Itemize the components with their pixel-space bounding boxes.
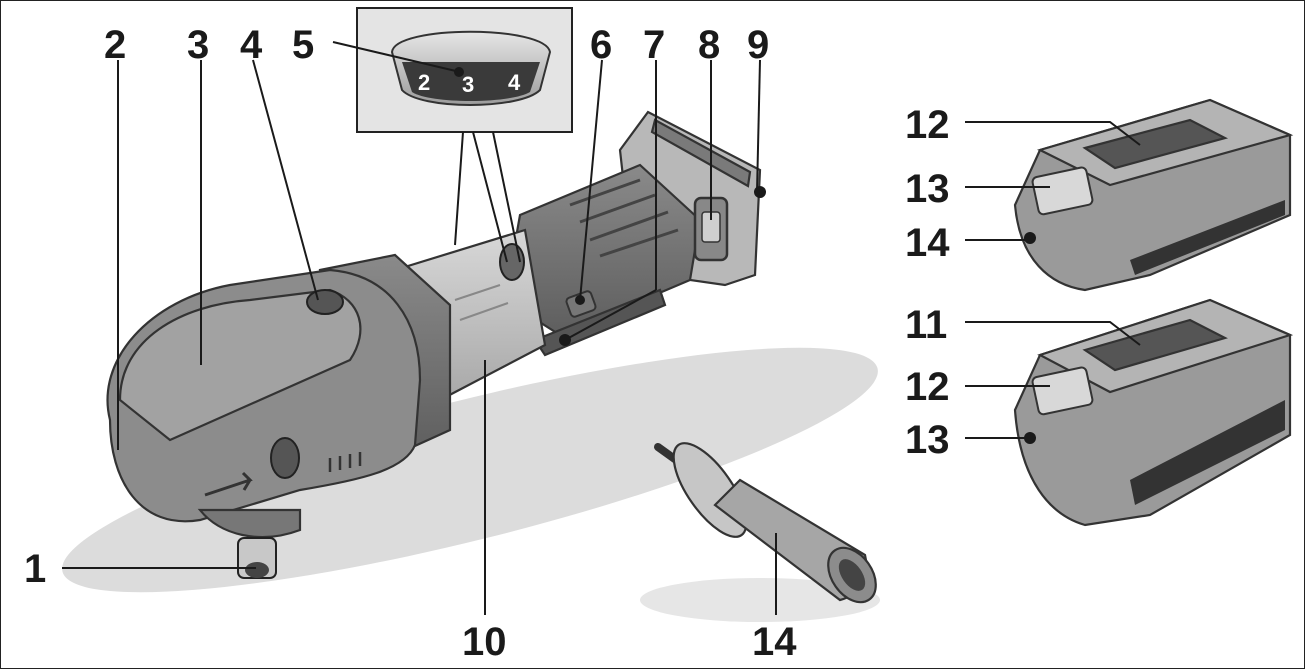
label-4: 4	[240, 23, 263, 67]
rotation-arrow-icon	[204, 471, 253, 497]
leader-7b	[564, 289, 657, 341]
battery-large-button	[1024, 432, 1036, 444]
callout-labels: 1 2 3 4 5 6 7 8 9 10 14 12 13 14 11 12 1…	[24, 23, 950, 664]
battery-large-rail	[1082, 318, 1228, 372]
leader-12-small	[965, 121, 1141, 146]
polisher	[106, 110, 762, 579]
label-3: 3	[187, 23, 209, 67]
label-11-large: 11	[905, 303, 947, 347]
housing-vent	[454, 284, 509, 321]
label-1: 1	[24, 547, 46, 591]
inset-callout-lines	[454, 131, 521, 263]
leader-5	[332, 41, 461, 73]
dial-face	[402, 62, 540, 101]
battery-small-stripe	[1130, 200, 1285, 275]
leader-6	[579, 59, 603, 301]
vents	[328, 452, 362, 472]
label-10: 10	[462, 620, 507, 664]
leader-11-large	[965, 321, 1141, 346]
label-8: 8	[698, 23, 720, 67]
dial-digit-3: 3	[462, 72, 474, 97]
label-14-handle: 14	[752, 620, 797, 664]
battery-large-stripe	[1130, 400, 1285, 505]
side-handle-thread	[270, 437, 300, 479]
side-handle	[654, 442, 877, 604]
battery-large	[1013, 298, 1294, 527]
dial-inset: 2 3 4	[356, 7, 573, 263]
battery-slot	[650, 118, 752, 188]
battery-small-indicator	[1031, 166, 1094, 216]
label-7: 7	[643, 23, 665, 67]
spindle-base	[197, 508, 302, 539]
leader-9	[756, 59, 761, 193]
label-14-small: 14	[905, 221, 950, 265]
label-13-small: 13	[905, 167, 950, 211]
spindle-lock	[306, 289, 344, 315]
battery-small-button	[1024, 232, 1036, 244]
leader-lines	[62, 41, 1141, 615]
battery-large-indicator	[1031, 366, 1094, 416]
grip-ribs	[569, 178, 679, 258]
label-5: 5	[292, 23, 314, 67]
label-6: 6	[590, 23, 612, 67]
battery-small-rail	[1082, 118, 1229, 170]
label-12-small: 12	[905, 103, 950, 147]
label-13-large: 13	[905, 418, 950, 462]
battery-small	[1013, 98, 1294, 292]
label-12-large: 12	[905, 365, 950, 409]
dial-digit-4: 4	[508, 70, 521, 95]
label-9: 9	[747, 23, 769, 67]
leader-4	[252, 59, 319, 301]
head-cover	[118, 288, 362, 442]
label-2: 2	[104, 23, 126, 67]
dial-digit-2: 2	[418, 70, 430, 95]
floor-shadow-handle	[640, 578, 880, 622]
